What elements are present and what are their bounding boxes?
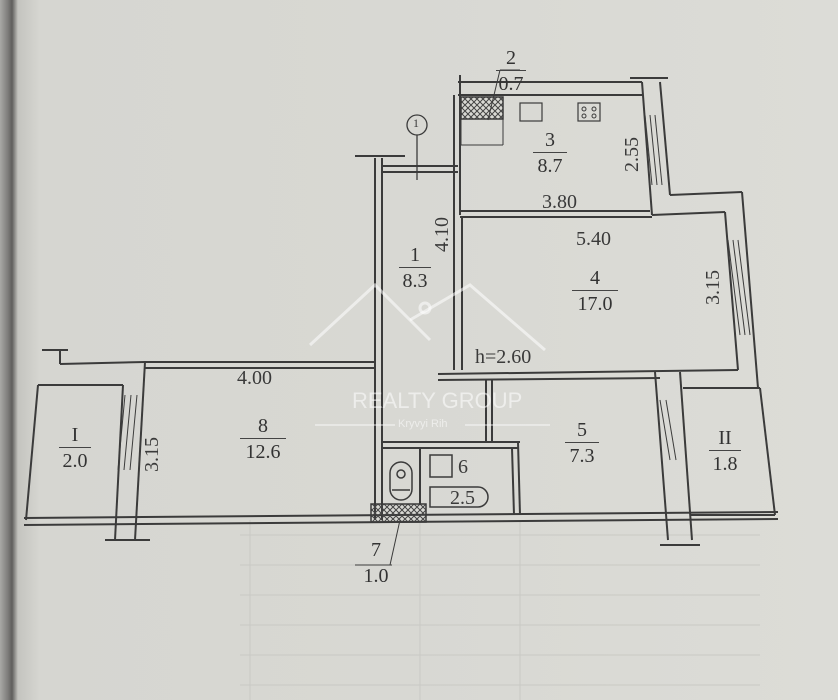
dim-kitchen-width: 3.80 [542, 191, 577, 213]
dim-living-width: 5.40 [576, 228, 611, 250]
callout-marker: 1 [413, 116, 419, 130]
watermark-brand: REALTY GROUP [352, 388, 523, 413]
dim-hall-length: 4.10 [431, 217, 453, 252]
dim-bedroom-width: 4.00 [237, 367, 272, 389]
room-6-id: 6 [458, 456, 468, 478]
ceiling-height: h=2.60 [475, 346, 532, 368]
dim-kitchen-depth: 2.55 [621, 137, 643, 172]
watermark-city: Kryvyi Rih [398, 418, 448, 430]
dim-living-depth: 3.15 [702, 270, 724, 305]
dim-bedroom-depth: 3.15 [141, 437, 163, 472]
room-6-area: 2.5 [450, 487, 475, 509]
